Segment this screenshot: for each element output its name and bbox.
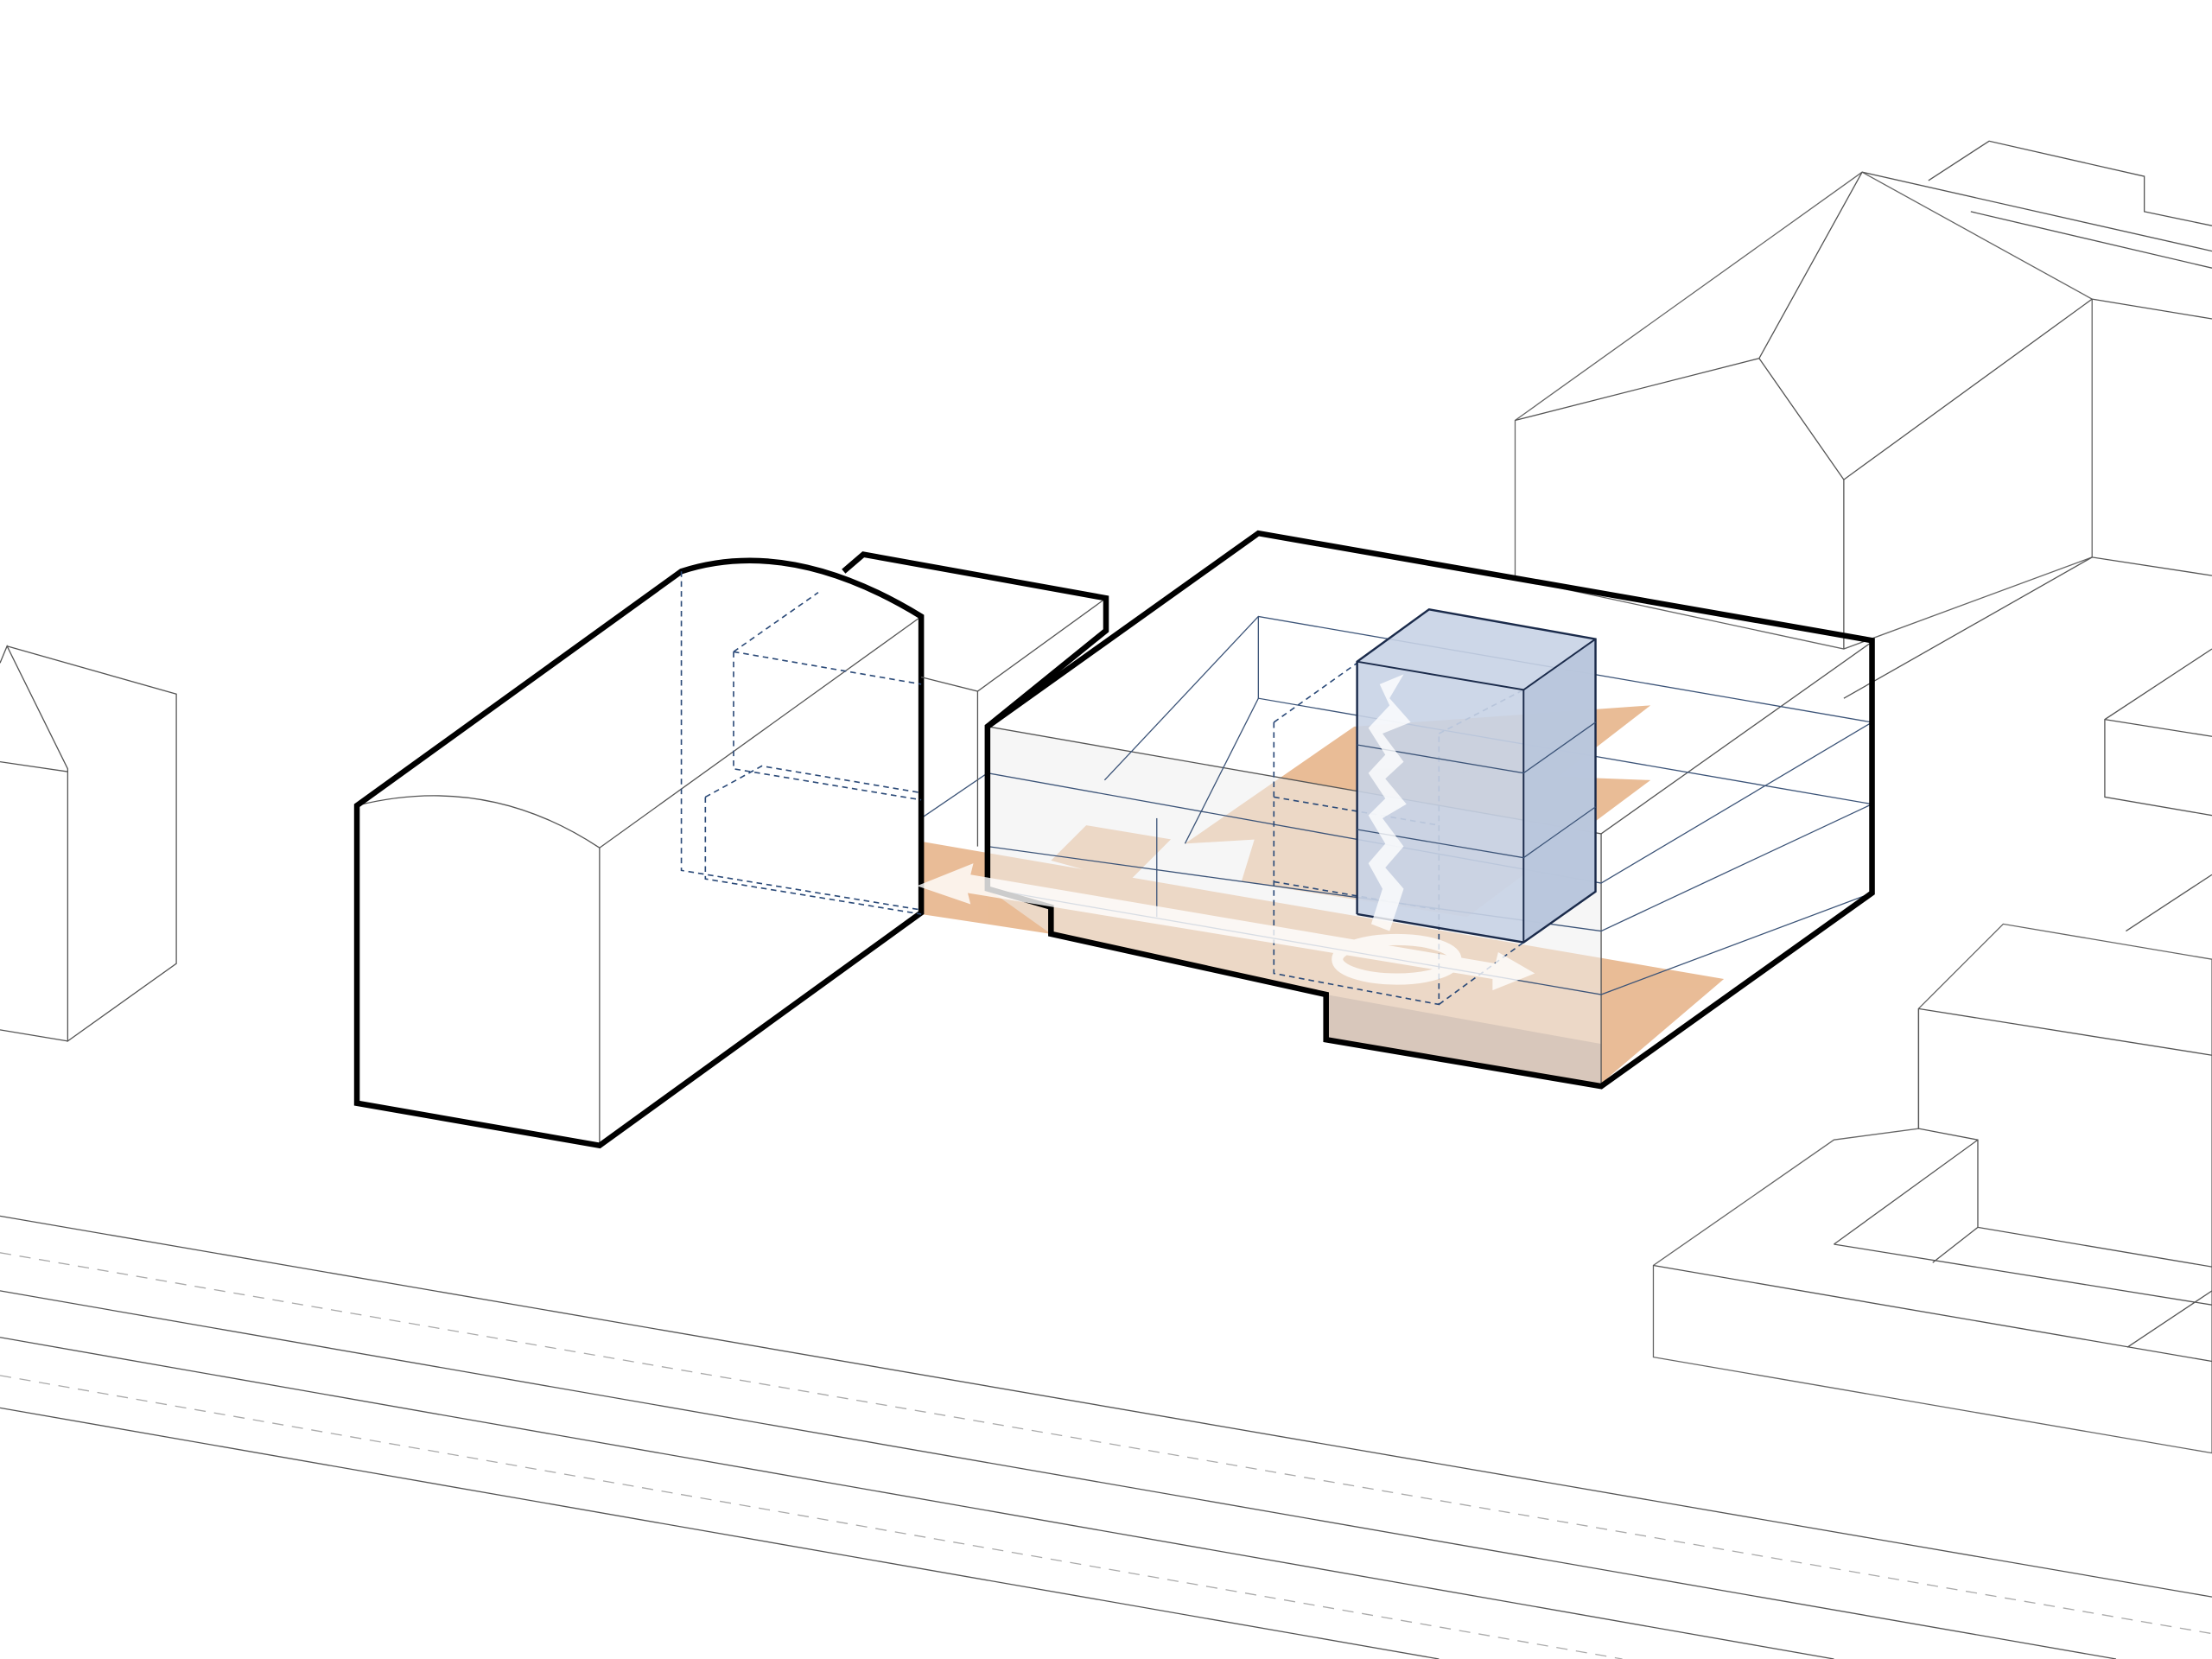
- spiral-arrow-icon: [1368, 674, 1411, 931]
- vaulted-building: [353, 557, 925, 1149]
- circulation-arrows: [917, 674, 1535, 991]
- vertical-core: [1356, 608, 1597, 944]
- rear-block: [842, 551, 1109, 847]
- horizontal-arrow-icon: [917, 863, 1535, 991]
- context-house-left: [0, 645, 177, 1043]
- road-lines: [0, 1215, 2212, 1659]
- context-buildings-right: [1514, 140, 2212, 1454]
